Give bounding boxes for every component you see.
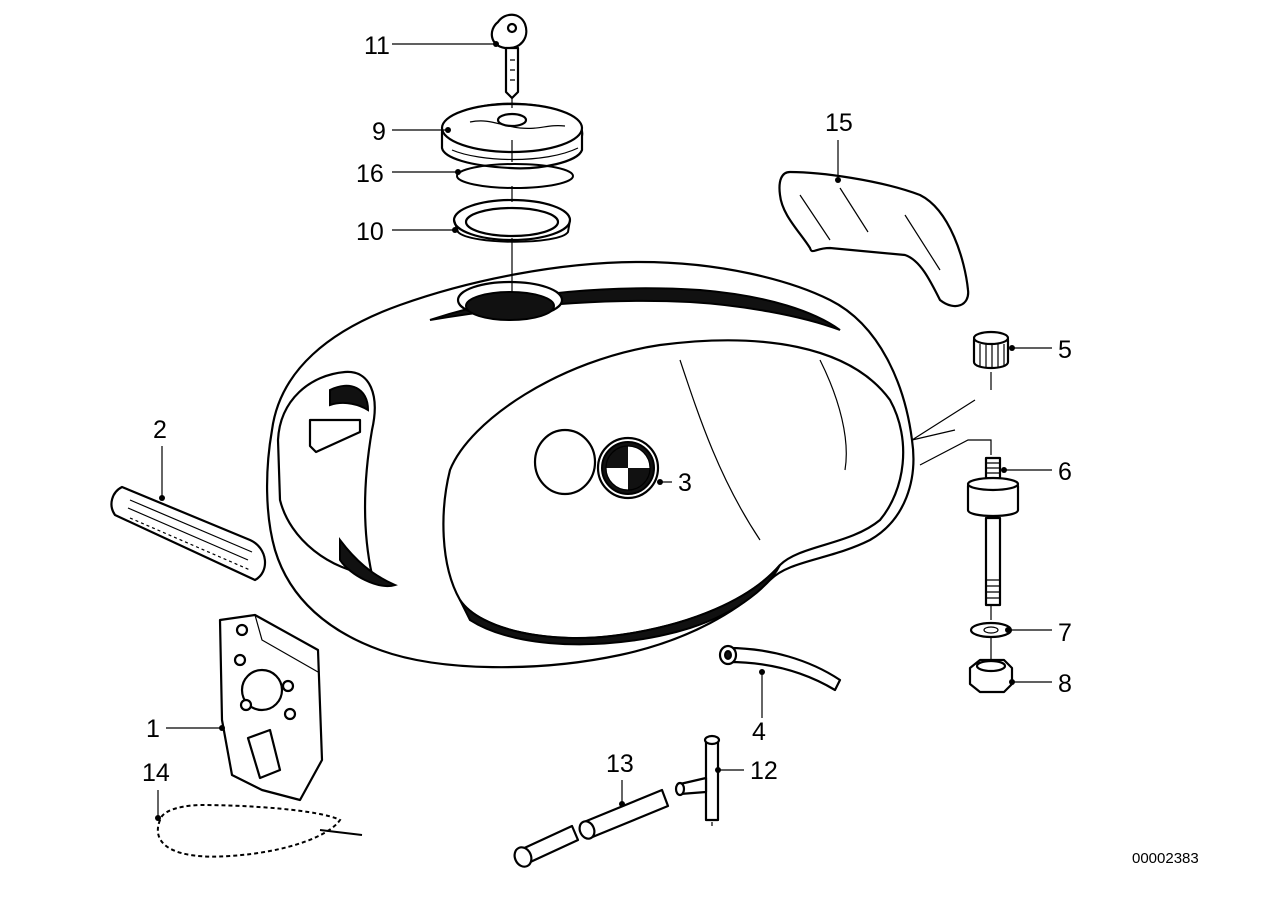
callout-7: 7	[1058, 619, 1072, 647]
callout-3: 3	[678, 469, 692, 497]
rubber-mount-stud	[966, 456, 1020, 607]
tank-pad-sheet	[778, 170, 970, 308]
fuel-hose	[718, 644, 842, 692]
mounting-bracket	[218, 613, 324, 802]
leader-lines	[155, 41, 1052, 821]
callout-1: 1	[146, 715, 160, 743]
callout-15: 15	[825, 109, 853, 137]
key	[490, 13, 528, 100]
filler-neck-ring	[452, 198, 572, 243]
reference-number: 00002383	[1132, 850, 1199, 867]
callout-13: 13	[606, 750, 634, 778]
fuel-tank	[266, 260, 915, 669]
callout-14: 14	[142, 759, 170, 787]
badge-emblem	[596, 436, 660, 500]
chain-tether	[156, 803, 363, 858]
filler-cap	[440, 102, 584, 170]
hose-pieces	[513, 788, 670, 868]
seal-ring	[456, 163, 574, 189]
callout-4: 4	[752, 718, 766, 746]
callout-11: 11	[364, 32, 390, 60]
callout-8: 8	[1058, 670, 1072, 698]
hex-nut	[968, 658, 1014, 694]
callout-6: 6	[1058, 458, 1072, 486]
callout-12: 12	[750, 757, 778, 785]
knee-pad	[110, 485, 266, 582]
t-connector	[674, 734, 721, 826]
callout-9: 9	[372, 118, 386, 146]
callout-16: 16	[356, 160, 384, 188]
callout-10: 10	[356, 218, 384, 246]
callout-2: 2	[153, 416, 167, 444]
callout-5: 5	[1058, 336, 1072, 364]
knurled-nut	[972, 330, 1010, 370]
